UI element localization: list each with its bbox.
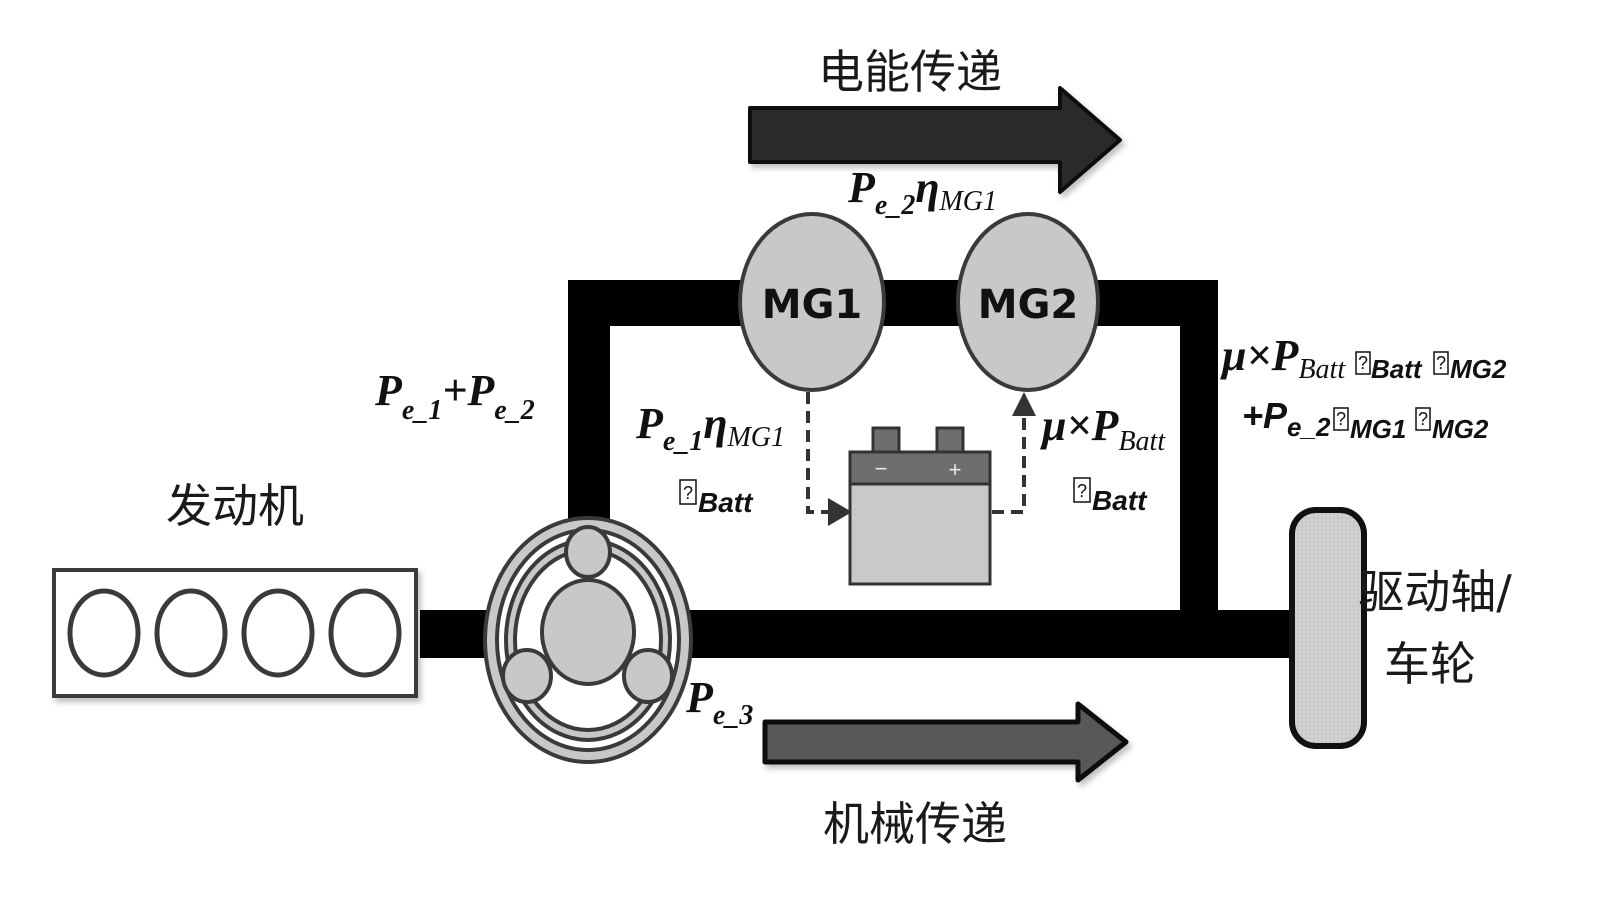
svg-text:?: ? (683, 483, 693, 503)
svg-text:?: ? (1358, 353, 1368, 373)
battery-minus-terminal: − (875, 456, 888, 481)
svg-text:+Pe_2: +Pe_2 (1242, 395, 1331, 442)
svg-text:MG1: MG1 (1350, 414, 1406, 444)
planet-gear-top (564, 525, 612, 579)
svg-text:Batt: Batt (1371, 354, 1423, 384)
planet-gear-left (501, 648, 553, 704)
engine-label: 发动机 (166, 479, 304, 533)
formula-pe3: Pe_3 (685, 673, 753, 731)
svg-text:MG2: MG2 (1432, 414, 1489, 444)
formula-eta-batt-left: ? Batt (679, 479, 754, 518)
electric-transfer-label: 电能传递 (818, 45, 1002, 99)
svg-text:MG2: MG2 (1450, 354, 1507, 384)
svg-text:?: ? (1418, 409, 1428, 429)
top-horizontal-shaft (568, 280, 1218, 326)
right-vertical-shaft (1180, 280, 1218, 620)
drive-shaft-label-line2: 车轮 (1384, 637, 1476, 691)
formula-pe2-eta-mg1: Pe_2ηMG1 (847, 163, 997, 221)
battery-icon: − + (848, 426, 992, 586)
planetary-gear-set (483, 516, 693, 764)
mg1-motor-generator: MG1 (738, 212, 886, 392)
mg1-to-battery-dashed-arrow (806, 392, 852, 526)
battery-plus-terminal: + (949, 457, 962, 482)
svg-text:?: ? (1077, 481, 1087, 501)
formula-output-line2: +Pe_2 ? MG1 ? MG2 (1242, 395, 1489, 444)
svg-text:μ×PBatt: μ×PBatt (1220, 331, 1346, 385)
battery-to-mg2-dashed-arrow (992, 392, 1036, 514)
planet-gear-right (622, 648, 674, 704)
svg-text:Batt: Batt (698, 487, 754, 518)
engine-cylinder (328, 588, 402, 678)
mechanical-transfer-arrow (762, 701, 1129, 783)
mg1-label: MG1 (762, 282, 862, 328)
mechanical-transfer-label: 机械传递 (823, 797, 1007, 851)
svg-text:?: ? (1336, 409, 1346, 429)
formula-pe1-plus-pe2: Pe_1+Pe_2 (374, 366, 535, 426)
svg-text:?: ? (1436, 353, 1446, 373)
mg2-label: MG2 (978, 282, 1078, 328)
formula-mu-pbatt: μ×PBatt (1040, 401, 1166, 457)
electric-transfer-arrow (748, 86, 1122, 194)
sun-gear (540, 578, 636, 686)
svg-text:Batt: Batt (1092, 485, 1148, 516)
formula-output-line1: μ×PBatt ? Batt ? MG2 (1220, 331, 1507, 385)
engine-cylinder (241, 588, 315, 678)
engine-block (52, 568, 418, 698)
engine-cylinder (154, 588, 228, 678)
wheel-icon (1289, 507, 1367, 749)
drive-shaft-label-line1: 驱动轴/ (1358, 565, 1512, 619)
formula-pe1-eta-mg1: Pe_1ηMG1 (635, 399, 785, 457)
formula-eta-batt-right: ? Batt (1073, 477, 1148, 516)
mg2-motor-generator: MG2 (956, 212, 1100, 392)
engine-cylinder (67, 588, 141, 678)
